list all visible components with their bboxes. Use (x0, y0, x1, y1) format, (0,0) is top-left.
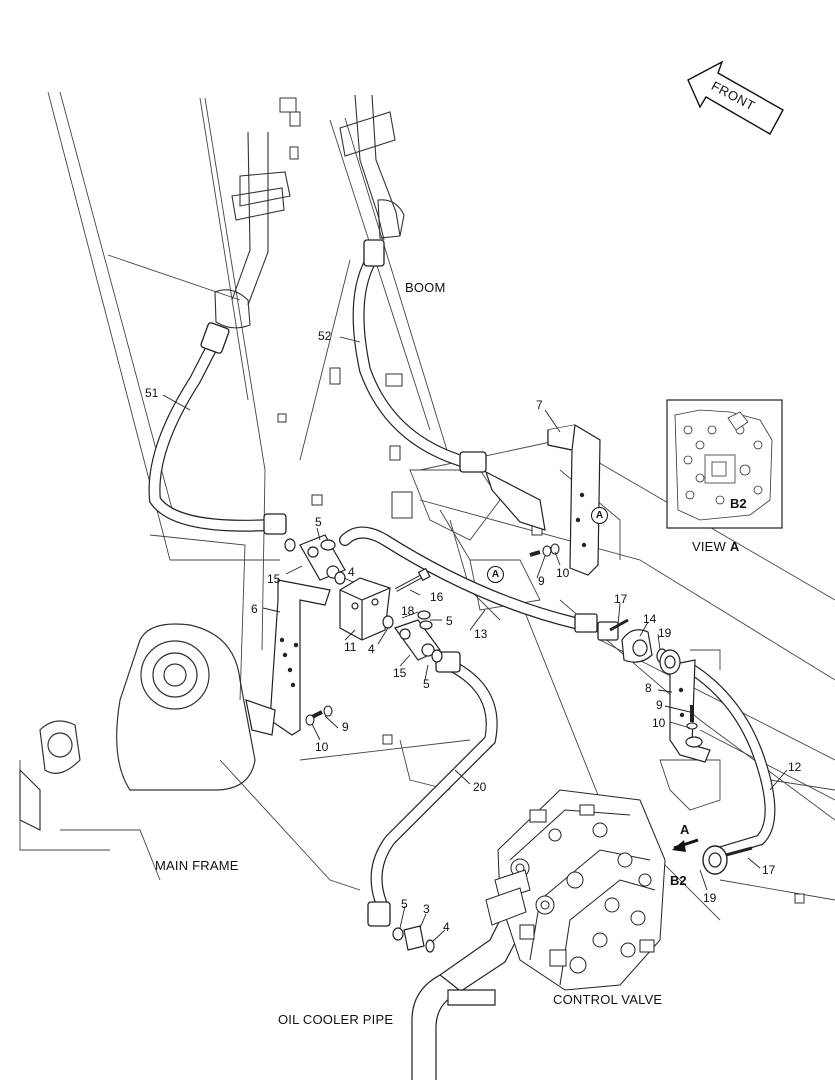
callout-15-upper: 15 (267, 572, 281, 586)
view-marker-a-upper: A (591, 507, 608, 524)
callout-18: 18 (401, 604, 415, 618)
callout-9-right: 9 (656, 698, 663, 712)
frame-hardware (277, 97, 805, 904)
callout-15-lower: 15 (393, 666, 407, 680)
view-a-arrow-letter: A (680, 822, 690, 837)
view-port-label: B2 (730, 496, 747, 511)
view-a-title: VIEW A (692, 540, 739, 554)
fittings-3-4-5-lower (392, 925, 435, 953)
flange-b2-upper (659, 649, 681, 675)
callout-5-lower: 5 (423, 677, 430, 691)
hose-52 (352, 239, 546, 531)
hose-51 (148, 322, 287, 535)
callout-12: 12 (788, 760, 802, 774)
callout-17-lower: 17 (762, 863, 776, 877)
control-valve-label: CONTROL VALVE (553, 992, 663, 1007)
hose-20 (367, 651, 498, 927)
callout-51: 51 (145, 386, 159, 400)
callout-20: 20 (473, 780, 487, 794)
callout-19-upper: 19 (658, 626, 672, 640)
callout-10-left: 10 (315, 740, 329, 754)
callout-10-upper: 10 (556, 566, 570, 580)
pin-boss (19, 623, 256, 831)
hose-13 (339, 526, 619, 641)
front-arrow-icon (687, 60, 784, 135)
callout-7: 7 (536, 398, 543, 412)
view-a-inset (666, 399, 783, 529)
bolt-16 (395, 567, 431, 592)
callout-14: 14 (643, 612, 657, 626)
callout-11: 11 (344, 640, 357, 654)
main-frame-label: MAIN FRAME (155, 858, 239, 873)
view-a-arrow-icon (672, 838, 699, 852)
callout-10-right: 10 (652, 716, 666, 730)
callout-5-middle: 5 (446, 614, 453, 628)
callout-3: 3 (423, 902, 430, 916)
boom-steel-pipes (214, 94, 405, 329)
callout-4-bottom: 4 (443, 920, 450, 934)
callout-5-bottom: 5 (401, 897, 408, 911)
view-title-word: VIEW (692, 539, 727, 554)
tee-fitting-15-lower (382, 610, 443, 663)
boom-label: BOOM (405, 280, 446, 295)
port-b2-label: B2 (670, 873, 687, 888)
bracket-7 (547, 424, 601, 576)
callout-6: 6 (251, 602, 258, 616)
view-marker-a-lower: A (487, 566, 504, 583)
callout-13: 13 (474, 627, 488, 641)
callout-8: 8 (645, 681, 652, 695)
callout-52: 52 (318, 329, 332, 343)
callout-4-upper: 4 (348, 565, 355, 579)
view-title-letter: A (729, 539, 740, 554)
block-11 (339, 577, 391, 641)
bracket-6 (245, 579, 331, 736)
bolts-washers-9-10 (305, 543, 698, 730)
callout-19-lower: 19 (703, 891, 717, 905)
oil-cooler-pipe-label: OIL COOLER PIPE (278, 1012, 394, 1027)
clamp-14 (609, 618, 668, 664)
control-valve-block (485, 789, 666, 991)
leader-lines (162, 336, 788, 943)
tee-fitting-15-upper (284, 534, 346, 585)
pipe-12 (684, 662, 776, 875)
callout-9-upper: 9 (538, 574, 545, 588)
callout-4-middle: 4 (368, 642, 375, 656)
callout-16: 16 (430, 590, 444, 604)
oil-cooler-pipe (411, 899, 529, 1080)
callout-17-upper: 17 (614, 592, 628, 606)
callout-5-upper: 5 (315, 515, 322, 529)
callout-9-left: 9 (342, 720, 349, 734)
